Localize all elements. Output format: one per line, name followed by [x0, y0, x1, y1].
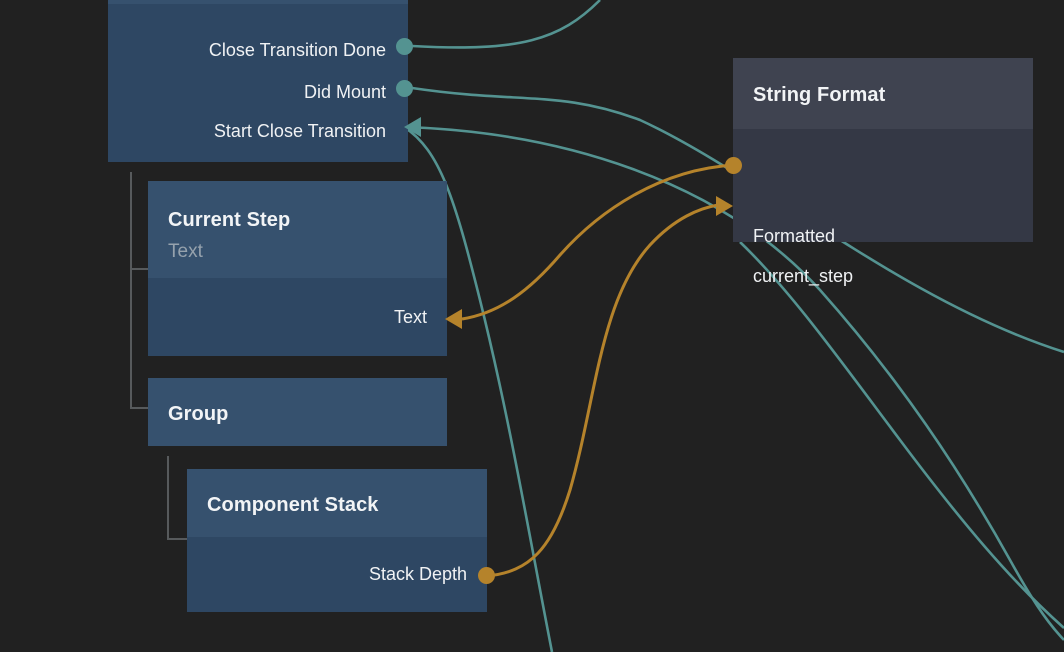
port-current-step-data-in[interactable]: [716, 196, 733, 216]
event-node-body[interactable]: Close Transition Done Did Mount Start Cl…: [108, 4, 408, 162]
current-step-node-body[interactable]: Text: [148, 278, 447, 356]
tree-connector-secondary: [167, 456, 187, 540]
event-node-header[interactable]: [108, 0, 408, 4]
port-did-mount-exec-out[interactable]: [396, 80, 413, 97]
component-stack-node-body[interactable]: Stack Depth: [187, 537, 487, 612]
port-label-current-step-var: current_step: [753, 266, 854, 286]
port-label-did-mount: Did Mount: [303, 82, 386, 102]
event-node[interactable]: Close Transition Done Did Mount Start Cl…: [108, 0, 408, 162]
group-title: Group: [168, 403, 229, 425]
tree-tick-current-step: [130, 268, 148, 270]
port-row-current-step-var[interactable]: current_step: [753, 265, 853, 287]
port-current-step-text-data-in[interactable]: [445, 309, 462, 329]
current-step-node-header[interactable]: Current Step Text: [148, 181, 447, 278]
string-format-node-body[interactable]: Formatted current_step: [733, 129, 1033, 285]
group-node[interactable]: Group: [148, 378, 447, 446]
port-row-start-close-transition[interactable]: Start Close Transition: [214, 120, 386, 142]
port-label-start-close-transition: Start Close Transition: [213, 121, 386, 141]
string-format-title: String Format: [753, 84, 886, 106]
component-stack-title: Component Stack: [207, 494, 379, 516]
port-row-current-step-text[interactable]: Text: [394, 306, 427, 328]
port-label-formatted: Formatted: [753, 226, 836, 246]
component-stack-node[interactable]: Component Stack Stack Depth: [187, 469, 487, 612]
current-step-subtitle: Text: [168, 241, 203, 262]
port-formatted-data-out[interactable]: [725, 157, 742, 174]
port-row-stack-depth[interactable]: Stack Depth: [369, 563, 467, 585]
component-stack-node-header[interactable]: Component Stack: [187, 469, 487, 537]
port-label-close-transition-done: Close Transition Done: [208, 40, 386, 60]
port-stack-depth-data-out[interactable]: [478, 567, 495, 584]
current-step-title: Current Step: [168, 209, 291, 231]
port-close-transition-done-exec-out[interactable]: [396, 38, 413, 55]
port-row-formatted[interactable]: Formatted: [753, 225, 835, 247]
edge-formatted-to-text: [461, 163, 734, 321]
port-label-current-step-text: Text: [393, 307, 427, 327]
port-start-close-transition-exec-in[interactable]: [404, 117, 421, 137]
group-node-header[interactable]: Group: [148, 378, 447, 446]
current-step-node[interactable]: Current Step Text Text: [148, 181, 447, 356]
string-format-node-header[interactable]: String Format: [733, 58, 1033, 129]
edge-passthrough-right: [739, 241, 1064, 629]
string-format-node[interactable]: String Format Formatted current_step: [733, 58, 1033, 285]
port-label-stack-depth: Stack Depth: [368, 564, 467, 584]
port-row-did-mount[interactable]: Did Mount: [304, 81, 386, 103]
edge-stackdepth-to-currentstep: [486, 203, 719, 578]
edge-close-transition-done: [411, 0, 601, 49]
tree-connector-primary: [130, 172, 148, 409]
port-row-close-transition-done[interactable]: Close Transition Done: [209, 39, 386, 61]
